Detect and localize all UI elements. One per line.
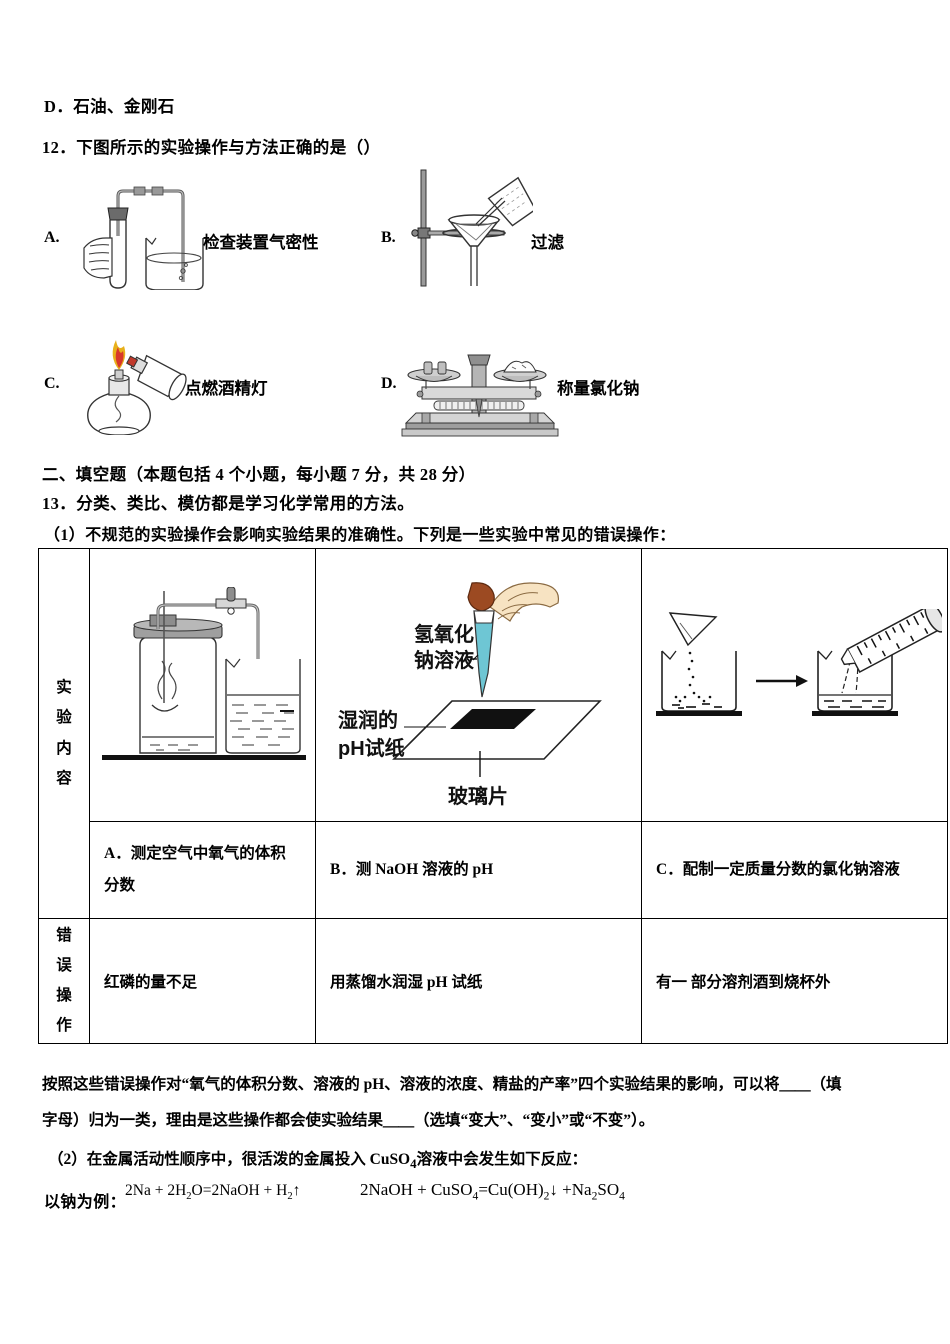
- caption-a-line1: A．测定空气中氧气的体积: [104, 845, 286, 863]
- question-12-stem: 12．下图所示的实验操作与方法正确的是（）: [42, 138, 381, 157]
- beaker-solute-dissolving-figure: [652, 609, 942, 754]
- equation-naoh-cuso4: 2NaOH + CuSO4=Cu(OH)2↓ +Na2SO4: [360, 1180, 625, 1203]
- row-header-char: 实: [56, 679, 72, 697]
- option-a-label: A.: [44, 229, 60, 246]
- svg-text:氢氧化: 氢氧化: [414, 622, 474, 646]
- ph-paper-glass-plate-figure: 氢氧化 钠溶液 湿润的 pH试纸: [322, 563, 634, 813]
- funnel-filtration-icon: [408, 168, 533, 290]
- closing-paragraph-line2: 字母）归为一类，理由是这些操作都会使实验结果＿＿（选填“变大”、“变小”或“不变…: [42, 1112, 655, 1129]
- table-row-errors: 错 误 操 作 红磷的量不足 用蒸馏水润湿 pH 试纸 有一 部分溶剂酒到烧杯外: [38, 918, 948, 1044]
- error-text-c: 有一 部分溶剂酒到烧杯外: [656, 974, 831, 991]
- question-13-part1-intro: （1）不规范的实验操作会影响实验结果的准确性。下列是一些实验中常见的错误操作：: [44, 527, 676, 544]
- experiment-error-table: 实 验 内 容: [38, 548, 948, 1044]
- option-c-caption: 点燃酒精灯: [185, 379, 268, 398]
- table-row-captions: A．测定空气中氧气的体积 分数 B．测 NaOH 溶液的 pH C．配制一定质量…: [39, 821, 948, 919]
- caption-cell-a: A．测定空气中氧气的体积 分数: [89, 821, 316, 919]
- caption-cell-b: B．测 NaOH 溶液的 pH: [315, 821, 642, 919]
- alcohol-lamp-lighting-icon: [78, 330, 198, 435]
- caption-a-line2: 分数: [104, 877, 136, 894]
- row-header-char: 作: [56, 1017, 72, 1035]
- row-header-char: 误: [56, 956, 72, 974]
- part2-prefix: （2）在金属活动性顺序中，很活泼的金属投入 CuSO: [48, 1151, 411, 1168]
- row-header-char: 验: [56, 709, 72, 727]
- figure-cell-solution-preparation: [641, 548, 948, 822]
- option-a-caption: 检查装置气密性: [203, 233, 319, 252]
- question-13-stem: 13．分类、类比、模仿都是学习化学常用的方法。: [42, 494, 415, 513]
- balance-scale-icon: [400, 345, 560, 440]
- closing-paragraph-line1: 按照这些错误操作对“氧气的体积分数、溶液的 pH、溶液的浓度、精盐的产率”四个实…: [42, 1076, 842, 1093]
- oxygen-volume-apparatus-figure: [98, 587, 310, 767]
- error-cell-c: 有一 部分溶剂酒到烧杯外: [641, 918, 948, 1044]
- row-header-char: 内: [56, 739, 72, 757]
- svg-text:玻璃片: 玻璃片: [448, 784, 508, 808]
- caption-c: C．配制一定质量分数的氯化钠溶液: [656, 861, 900, 879]
- error-cell-a: 红磷的量不足: [89, 918, 316, 1044]
- question-13-part2: （2）在金属活动性顺序中，很活泼的金属投入 CuSO4溶液中会发生如下反应：: [48, 1143, 587, 1178]
- option-b-label: B.: [381, 229, 396, 246]
- option-c-label: C.: [44, 375, 60, 392]
- figure-cell-oxygen-apparatus: [89, 548, 316, 822]
- table-row-content: 实 验 内 容: [38, 548, 948, 919]
- svg-text:钠溶液: 钠溶液: [414, 648, 475, 672]
- row-header-error-operation: 错 误 操 作: [38, 918, 90, 1044]
- svg-text:pH试纸: pH试纸: [338, 736, 405, 760]
- row-header-char: 操: [56, 987, 72, 1004]
- row-header-experiment-content: 实 验 内 容: [38, 548, 90, 919]
- section-2-heading: 二、填空题（本题包括 4 个小题，每小题 7 分，共 28 分）: [42, 465, 476, 484]
- part2-suffix: 溶液中会发生如下反应：: [416, 1151, 588, 1168]
- previous-option-d: D．石油、金刚石: [44, 97, 175, 116]
- option-d-caption: 称量氯化钠: [557, 379, 640, 398]
- caption-b: B．测 NaOH 溶液的 pH: [330, 861, 494, 879]
- equation-sodium-water: 2Na + 2H2O=2NaOH + H2↑: [125, 1182, 301, 1203]
- example-label: 以钠为例：: [44, 1194, 127, 1211]
- part2-subscript: 4: [410, 1156, 417, 1172]
- error-cell-b: 用蒸馏水润湿 pH 试纸: [315, 918, 642, 1044]
- error-text-b: 用蒸馏水润湿 pH 试纸: [330, 974, 483, 991]
- row-header-char: 错: [56, 926, 72, 944]
- error-text-a: 红磷的量不足: [104, 974, 198, 991]
- option-b-caption: 过滤: [531, 233, 564, 252]
- option-d-label: D.: [381, 375, 397, 392]
- svg-text:湿润的: 湿润的: [338, 708, 398, 732]
- figure-cell-ph-paper: 氢氧化 钠溶液 湿润的 pH试纸: [315, 548, 642, 822]
- caption-cell-c: C．配制一定质量分数的氯化钠溶液: [641, 821, 948, 919]
- test-tube-hand-beaker-icon: [82, 172, 212, 290]
- row-header-char: 容: [56, 769, 72, 787]
